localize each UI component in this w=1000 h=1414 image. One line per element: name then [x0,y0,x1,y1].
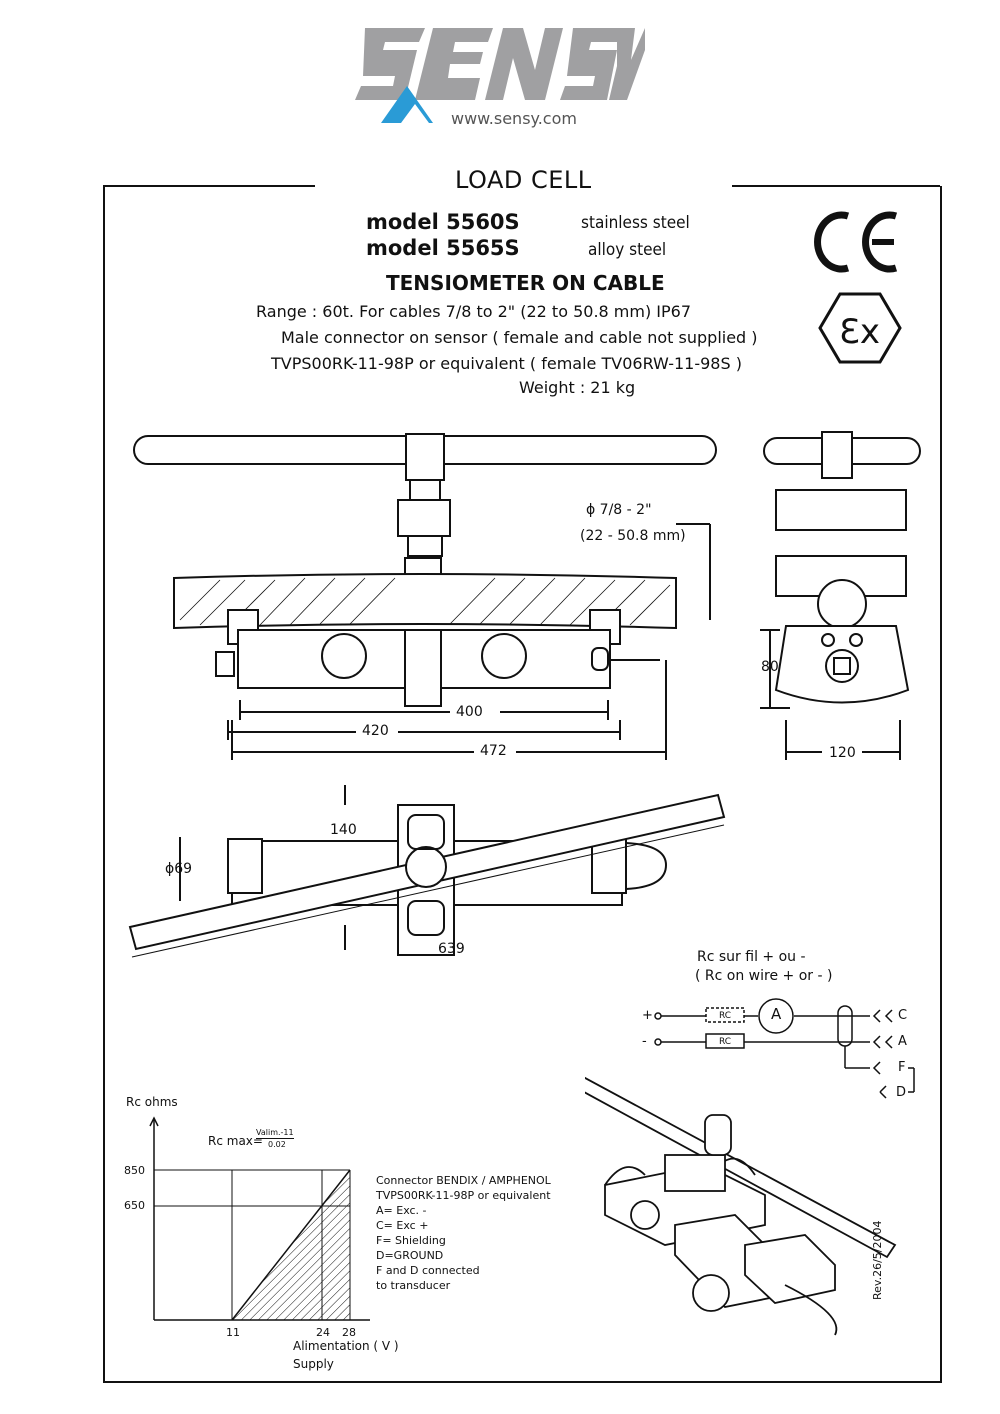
pin-d: D [896,1085,907,1100]
wiring-diagram [640,990,920,1100]
connector-line: D=GROUND [376,1249,444,1262]
brand-logo: www.sensy.com [355,20,645,130]
pin-a: A [898,1034,907,1049]
dim-80: 80 [761,659,779,675]
wiring-title: Rc sur fil + ou - [697,949,806,965]
subtitle: TENSIOMETER ON CABLE [386,271,665,295]
svg-text:Ɛx: Ɛx [839,312,880,352]
spec-weight: Weight : 21 kg [519,378,636,397]
connector-line: TVPS00RK-11-98P or equivalent [376,1189,551,1202]
graph-y850: 850 [124,1164,145,1177]
frame-top-right [732,185,940,187]
revision: Rev.26/5/2004 [871,1220,884,1300]
model-1: model 5560S [366,210,520,234]
connector-line: Connector BENDIX / AMPHENOL [376,1174,551,1187]
graph-x11: 11 [226,1326,240,1339]
wiring-title-en: ( Rc on wire + or - ) [695,968,833,984]
graph-xlabel-en: Supply [293,1357,334,1371]
material-2: alloy steel [588,240,667,260]
graph-formula-num: Valim.-11 [256,1128,294,1139]
dim-639: 639 [438,941,465,957]
graph-y650: 650 [124,1199,145,1212]
dim-420: 420 [362,723,389,739]
connector-info: Connector BENDIX / AMPHENOL TVPS00RK-11-… [376,1173,551,1293]
dim-140: 140 [330,822,357,838]
connector-line: A= Exc. - [376,1204,427,1217]
spec-part: TVPS00RK-11-98P or equivalent ( female T… [271,354,742,373]
graph-formula: Rc max= [208,1134,263,1148]
wire-minus: - [642,1034,647,1049]
ex-mark: Ɛx [818,290,902,366]
model-2: model 5565S [366,236,520,260]
pin-c: C [898,1008,908,1023]
graph-ylabel: Rc ohms [126,1095,178,1109]
dim-69: ϕ69 [165,861,193,877]
ce-mark [808,206,908,276]
dim-cable-mm: (22 - 50.8 mm) [580,528,686,544]
rc-label-2: RC [719,1037,732,1047]
isometric-view [525,1045,915,1345]
side-view [750,430,930,770]
rc-graph [120,1110,380,1330]
front-view [120,420,740,770]
graph-formula-den: 0.02 [268,1140,286,1149]
dim-120: 120 [829,745,856,761]
dim-400: 400 [456,704,483,720]
frame-top-left [103,185,315,187]
connector-line: C= Exc + [376,1219,429,1232]
connector-line: to transducer [376,1279,451,1292]
dim-472: 472 [480,743,507,759]
brand-url: www.sensy.com [451,109,577,128]
graph-xlabel: Alimentation ( V ) [293,1339,399,1353]
ammeter: A [771,1005,782,1023]
dim-cable-diam: ϕ 7/8 - 2" [586,502,652,518]
wire-plus: + [642,1008,653,1023]
material-1: stainless steel [581,213,690,233]
page-title: LOAD CELL [455,166,592,194]
connector-line: F and D connected [376,1264,480,1277]
top-view [120,775,750,1035]
drawing-frame [103,186,942,1383]
graph-x24: 24 [316,1326,330,1339]
rc-label-1: RC [719,1011,732,1021]
spec-connector: Male connector on sensor ( female and ca… [281,328,758,347]
pin-f: F [898,1060,906,1075]
graph-x28: 28 [342,1326,356,1339]
connector-line: F= Shielding [376,1234,446,1247]
spec-range: Range : 60t. For cables 7/8 to 2" (22 to… [256,302,692,321]
